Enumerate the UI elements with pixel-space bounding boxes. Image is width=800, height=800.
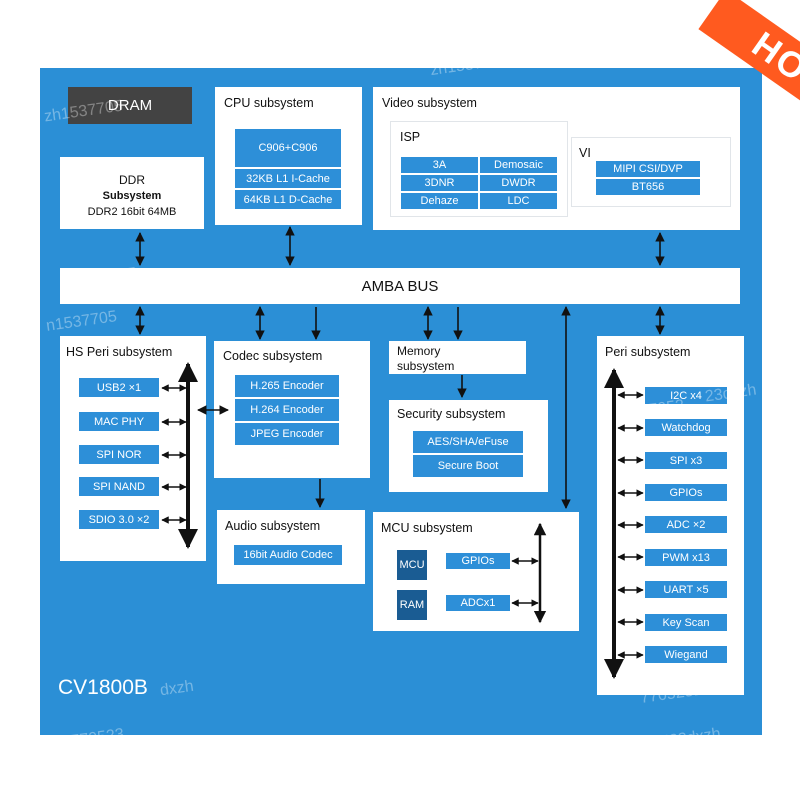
peri-item: Wiegand (645, 646, 727, 663)
codec-grid: H.265 Encoder H.264 Encoder JPEG Encoder (235, 375, 339, 445)
peri-item: UART ×5 (645, 581, 727, 598)
peri-item: GPIOs (645, 484, 727, 501)
peri-item: SPI x3 (645, 452, 727, 469)
security-subsystem: Security subsystem AES/SHA/eFuse Secure … (389, 400, 548, 492)
chip-name: CV1800B (58, 676, 148, 699)
audio-title: Audio subsystem (225, 519, 321, 533)
peri-title: Peri subsystem (605, 345, 691, 359)
peri-item: I2C x4 (645, 387, 727, 404)
security-grid: AES/SHA/eFuse Secure Boot (413, 431, 523, 477)
mcu-core: MCU (397, 550, 427, 580)
security-title: Security subsystem (397, 407, 506, 421)
hs-peri-item: SDIO 3.0 ×2 (79, 510, 159, 529)
cpu-item: C906+C906 (235, 129, 341, 167)
hs-peri-subsystem: HS Peri subsystem USB2 ×1 MAC PHY SPI NO… (60, 336, 206, 561)
isp-title: ISP (400, 130, 421, 144)
mcu-item: ADCx1 (446, 595, 510, 611)
cpu-item: 32KB L1 I-Cache (235, 169, 341, 188)
codec-item: JPEG Encoder (235, 423, 339, 445)
dram-block: DRAM (68, 87, 192, 124)
codec-subsystem: Codec subsystem H.265 Encoder H.264 Enco… (214, 341, 370, 478)
isp-item: DWDR (480, 175, 557, 191)
audio-subsystem: Audio subsystem 16bit Audio Codec (217, 510, 365, 584)
isp-grid: 3A Demosaic 3DNR DWDR Dehaze LDC (401, 157, 557, 209)
hs-peri-item: SPI NOR (79, 445, 159, 464)
vi-panel: VI MIPI CSI/DVP BT656 (571, 137, 731, 207)
ddr-spec: DDR2 16bit 64MB (87, 206, 177, 218)
memory-subtitle: subsystem (397, 359, 455, 373)
audio-item: 16bit Audio Codec (234, 545, 342, 565)
cpu-grid: C906+C906 32KB L1 I-Cache 64KB L1 D-Cach… (235, 129, 341, 209)
vi-item: MIPI CSI/DVP (596, 161, 700, 177)
codec-item: H.264 Encoder (235, 399, 339, 421)
memory-subsystem: Memory subsystem (389, 341, 526, 374)
ddr-title: DDR (119, 173, 145, 187)
hs-peri-title: HS Peri subsystem (66, 345, 173, 359)
isp-item: Dehaze (401, 193, 478, 209)
isp-item: 3A (401, 157, 478, 173)
cpu-item: 64KB L1 D-Cache (235, 190, 341, 209)
vi-grid: MIPI CSI/DVP BT656 (596, 161, 700, 195)
video-title: Video subsystem (382, 96, 477, 110)
security-item: Secure Boot (413, 455, 523, 477)
vi-item: BT656 (596, 179, 700, 195)
ddr-subtitle: Subsystem (102, 190, 162, 202)
ddr-subsystem: DDR Subsystem DDR2 16bit 64MB (60, 157, 204, 229)
hot-badge: HOT (690, 0, 800, 150)
hs-peri-item: USB2 ×1 (79, 378, 159, 397)
amba-bus: AMBA BUS (60, 268, 740, 304)
isp-panel: ISP 3A Demosaic 3DNR DWDR Dehaze LDC (390, 121, 568, 217)
isp-item: LDC (480, 193, 557, 209)
security-item: AES/SHA/eFuse (413, 431, 523, 453)
isp-item: 3DNR (401, 175, 478, 191)
hot-badge-label: HOT (744, 23, 800, 104)
hs-peri-item: SPI NAND (79, 477, 159, 496)
cpu-subsystem: CPU subsystem C906+C906 32KB L1 I-Cache … (215, 87, 362, 225)
video-subsystem: Video subsystem ISP 3A Demosaic 3DNR DWD… (373, 87, 740, 230)
hs-peri-item: MAC PHY (79, 412, 159, 431)
vi-title: VI (579, 146, 591, 160)
isp-item: Demosaic (480, 157, 557, 173)
peri-item: Key Scan (645, 614, 727, 631)
mcu-title: MCU subsystem (381, 521, 473, 535)
dram-label: DRAM (107, 97, 153, 114)
mcu-subsystem: MCU subsystem MCU RAM GPIOs ADCx1 (373, 512, 579, 631)
amba-bus-label: AMBA BUS (361, 277, 439, 295)
cpu-title: CPU subsystem (224, 96, 314, 110)
mcu-item: GPIOs (446, 553, 510, 569)
memory-title: Memory (397, 344, 441, 358)
codec-item: H.265 Encoder (235, 375, 339, 397)
mcu-ram: RAM (397, 590, 427, 620)
peri-item: ADC ×2 (645, 516, 727, 533)
codec-title: Codec subsystem (223, 349, 323, 363)
peri-item: Watchdog (645, 419, 727, 436)
peri-item: PWM x13 (645, 549, 727, 566)
